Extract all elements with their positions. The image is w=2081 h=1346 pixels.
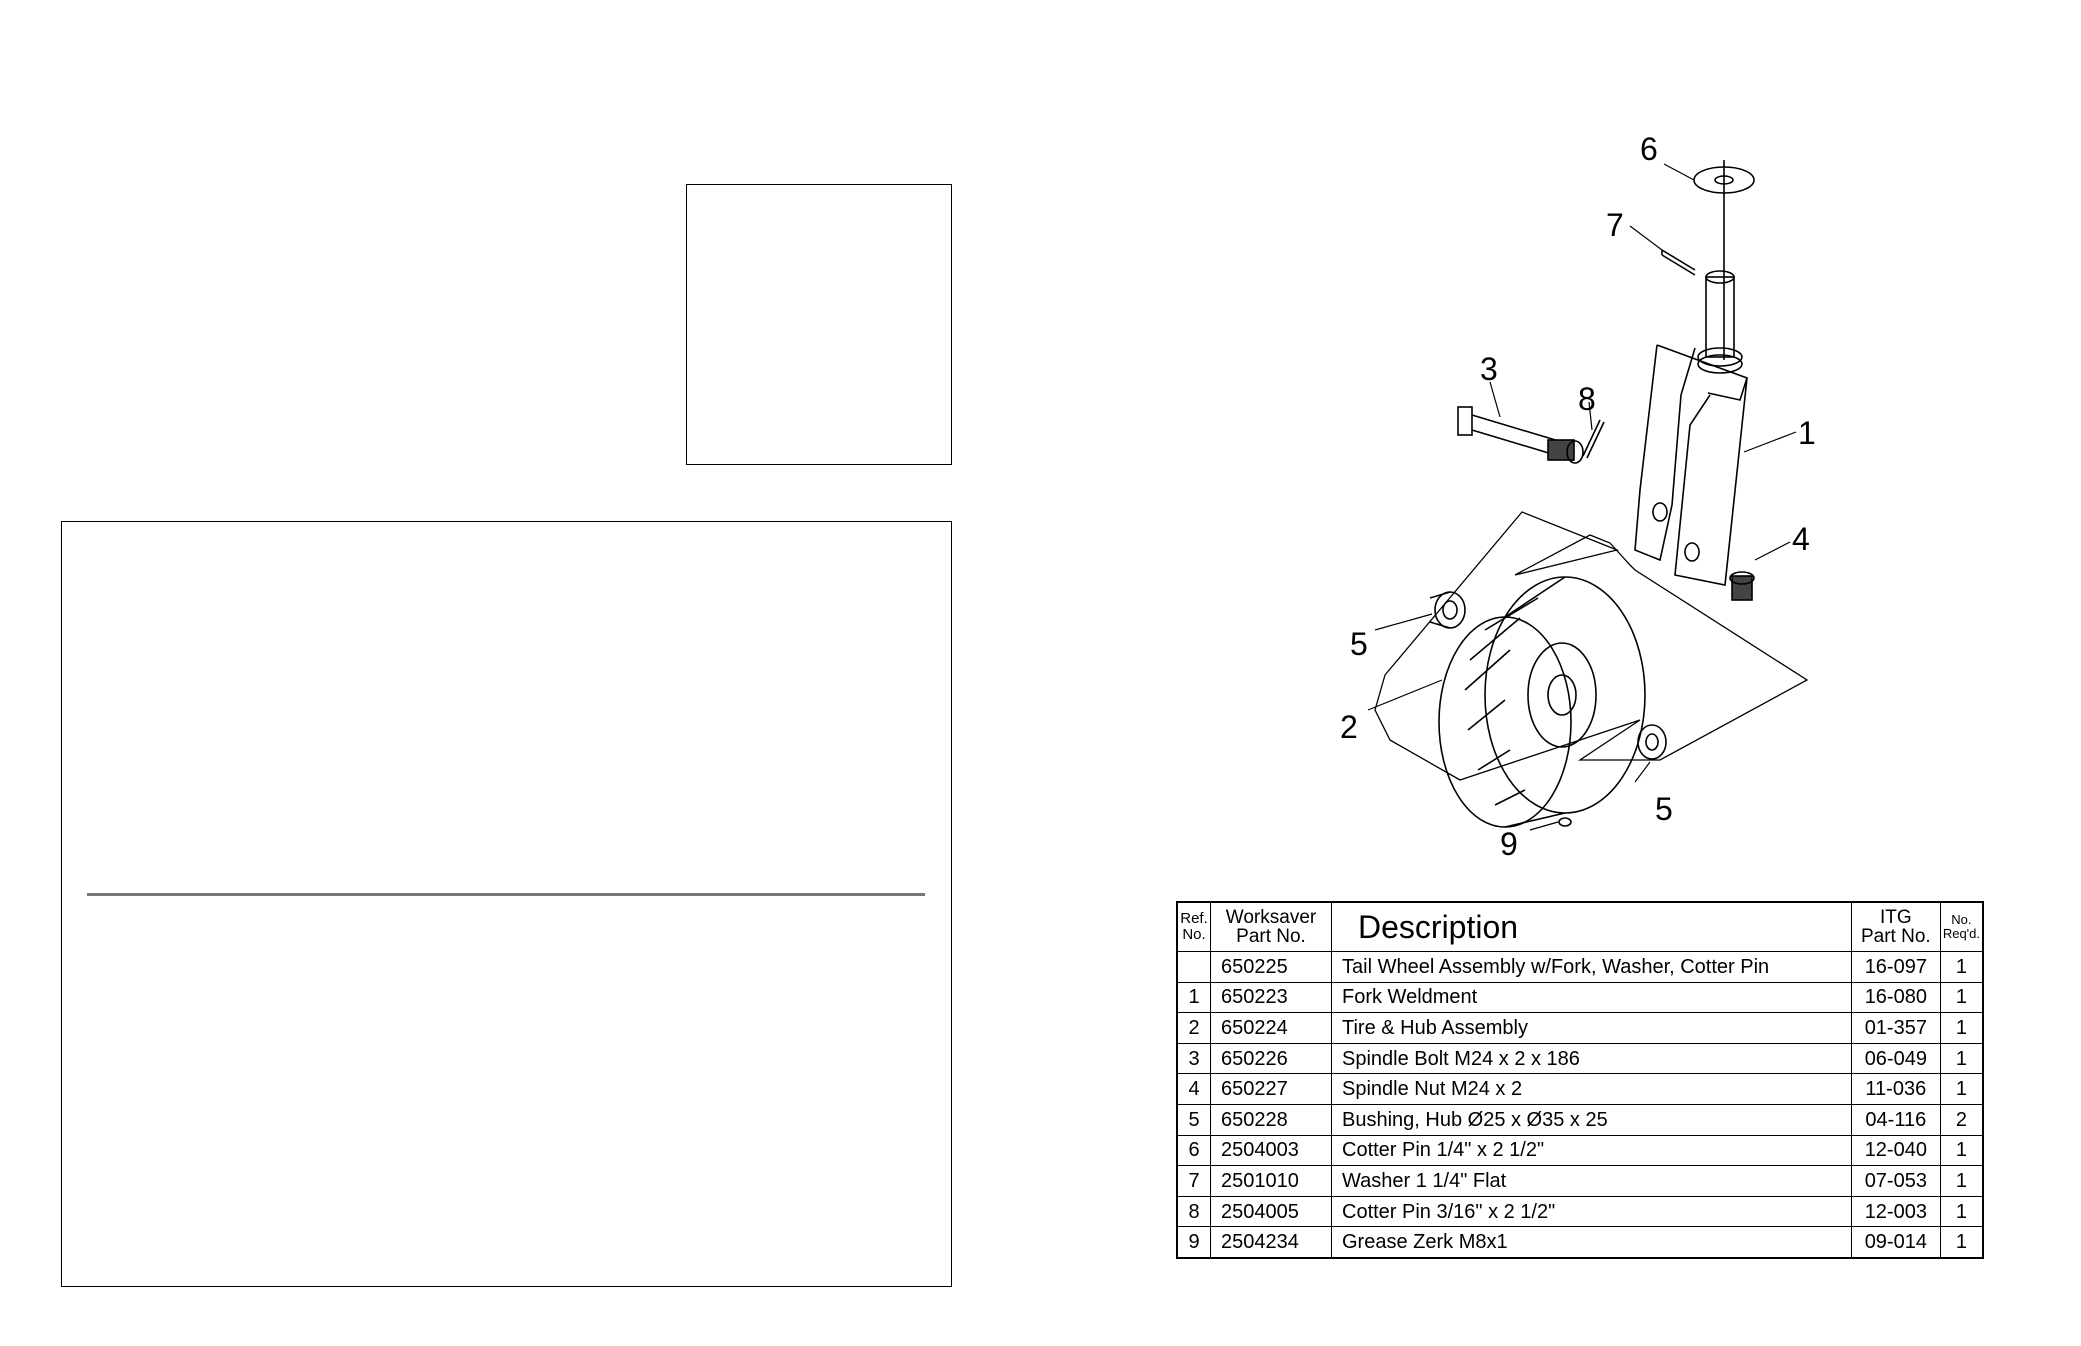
callout-1: 1	[1798, 415, 1816, 451]
cell-worksaver-part-no: 2504005	[1210, 1195, 1332, 1228]
cotter-pin-6-part	[1661, 249, 1696, 276]
cell-itg-part-no: 07-053	[1850, 1165, 1941, 1197]
callout-labels: 6 7 3 8 1 4 5 2 5 9	[1340, 131, 1816, 862]
cell-description: Washer 1 1/4" Flat	[1331, 1165, 1852, 1197]
callout-9: 9	[1500, 826, 1518, 862]
cell-ref-no: 2	[1176, 1012, 1211, 1044]
cell-ref-no: 7	[1176, 1165, 1211, 1197]
cell-ref-no: 1	[1176, 981, 1211, 1014]
cell-no-reqd: 1	[1939, 1195, 1984, 1228]
cell-ref-no: 3	[1176, 1042, 1211, 1075]
cell-description: Tail Wheel Assembly w/Fork, Washer, Cott…	[1331, 951, 1852, 983]
cell-worksaver-part-no: 650228	[1210, 1103, 1332, 1136]
cell-description: Bushing, Hub Ø25 x Ø35 x 25	[1331, 1103, 1852, 1136]
cell-itg-part-no: 11-036	[1850, 1073, 1941, 1105]
callout-8: 8	[1578, 381, 1596, 417]
header-description: Description	[1331, 901, 1852, 952]
cell-worksaver-part-no: 650225	[1210, 951, 1332, 983]
cell-itg-part-no: 16-080	[1850, 981, 1941, 1014]
callout-4: 4	[1792, 521, 1810, 557]
cell-worksaver-part-no: 650224	[1210, 1012, 1332, 1044]
leader-lines	[1367, 163, 1797, 831]
parts-table: Ref. No. Worksaver Part No. Description …	[1176, 901, 1984, 1259]
header-no-reqd: No. Req'd.	[1939, 901, 1984, 952]
cell-no-reqd: 1	[1939, 1134, 1984, 1167]
spindle-nut-part	[1729, 571, 1755, 601]
tail-wheel-exploded-diagram: 6 7 3 8 1 4 5 2 5 9	[1340, 131, 1816, 862]
cell-no-reqd: 1	[1939, 1042, 1984, 1075]
cell-itg-part-no: 01-357	[1850, 1012, 1941, 1044]
assembly-plane-outline	[1374, 511, 1809, 781]
callout-5-left: 5	[1350, 626, 1368, 662]
cell-itg-part-no: 12-040	[1850, 1134, 1941, 1167]
cell-ref-no: 8	[1176, 1195, 1211, 1228]
cell-itg-part-no: 09-014	[1850, 1226, 1941, 1259]
cell-worksaver-part-no: 2504234	[1210, 1226, 1332, 1259]
spindle-post-part	[1697, 270, 1743, 374]
grease-zerk-part	[1558, 817, 1572, 827]
cell-itg-part-no: 12-003	[1850, 1195, 1941, 1228]
cell-description: Tire & Hub Assembly	[1331, 1012, 1852, 1044]
cell-worksaver-part-no: 650226	[1210, 1042, 1332, 1075]
cell-description: Fork Weldment	[1331, 981, 1852, 1014]
cell-itg-part-no: 04-116	[1850, 1103, 1941, 1136]
cell-no-reqd: 1	[1939, 981, 1984, 1014]
cotter-pin-8-part	[1582, 419, 1605, 459]
parts-table-header: Ref. No. Worksaver Part No. Description …	[1176, 901, 1984, 952]
callout-3: 3	[1480, 351, 1498, 387]
cell-no-reqd: 1	[1939, 1073, 1984, 1105]
cell-no-reqd: 1	[1939, 1226, 1984, 1259]
divider-line	[87, 893, 925, 896]
cell-ref-no: 9	[1176, 1226, 1211, 1259]
cell-description: Grease Zerk M8x1	[1331, 1226, 1852, 1259]
bushing-left-part	[1429, 591, 1466, 629]
cell-no-reqd: 1	[1939, 1165, 1984, 1197]
spindle-bolt-part	[1457, 406, 1584, 464]
cell-worksaver-part-no: 2501010	[1210, 1165, 1332, 1197]
cell-description: Spindle Nut M24 x 2	[1331, 1073, 1852, 1105]
cell-ref-no: 6	[1176, 1134, 1211, 1167]
cell-ref-no: 4	[1176, 1073, 1211, 1105]
blank-content-frame	[61, 521, 952, 1287]
callout-6: 7	[1606, 207, 1624, 243]
cell-no-reqd: 2	[1939, 1103, 1984, 1136]
callout-5-right: 5	[1655, 791, 1673, 827]
cell-no-reqd: 1	[1939, 951, 1984, 983]
washer-part	[1693, 160, 1755, 360]
callout-7: 6	[1640, 131, 1658, 167]
cell-ref-no	[1176, 951, 1211, 983]
header-ref-no: Ref. No.	[1176, 901, 1211, 952]
cell-description: Cotter Pin 1/4" x 2 1/2"	[1331, 1134, 1852, 1167]
cell-no-reqd: 1	[1939, 1012, 1984, 1044]
cell-worksaver-part-no: 650227	[1210, 1073, 1332, 1105]
header-itg-part-no: ITG Part No.	[1850, 901, 1941, 952]
cell-itg-part-no: 06-049	[1850, 1042, 1941, 1075]
cell-worksaver-part-no: 650223	[1210, 981, 1332, 1014]
cell-itg-part-no: 16-097	[1850, 951, 1941, 983]
cell-description: Spindle Bolt M24 x 2 x 186	[1331, 1042, 1852, 1075]
tire-hub-part	[1438, 576, 1646, 828]
blank-image-frame	[686, 184, 952, 465]
fork-weldment-part	[1634, 344, 1748, 586]
cell-worksaver-part-no: 2504003	[1210, 1134, 1332, 1167]
callout-2: 2	[1340, 709, 1358, 745]
header-worksaver-part-no: Worksaver Part No.	[1210, 901, 1332, 952]
cell-ref-no: 5	[1176, 1103, 1211, 1136]
cell-description: Cotter Pin 3/16" x 2 1/2"	[1331, 1195, 1852, 1228]
